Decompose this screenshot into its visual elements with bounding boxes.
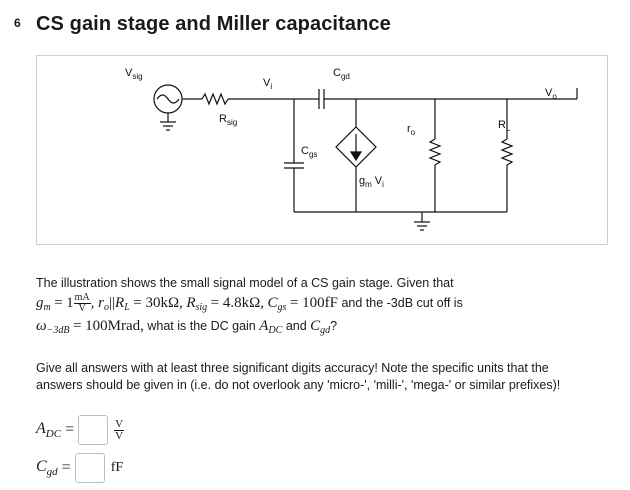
rl-label: RL xyxy=(498,119,511,133)
adc-equals: = xyxy=(65,421,75,438)
cgd-label: Cgd xyxy=(333,67,350,81)
vo-label: Vo xyxy=(545,87,557,101)
cgd-equals: = xyxy=(61,459,71,476)
adc-answer-label: ADC xyxy=(36,420,62,440)
rl-resistor xyxy=(500,138,514,166)
adc-answer-input[interactable] xyxy=(78,415,109,445)
vi-label: Vi xyxy=(263,77,272,91)
vsig-label: Vsig xyxy=(125,67,143,81)
question-line: ω−3dB = 100Mrad, what is the DC gain ADC… xyxy=(36,318,338,336)
answer-row-cgd: Cgd = fF xyxy=(36,451,123,485)
rsig-label: Rsig xyxy=(219,113,237,127)
ro-resistor xyxy=(428,138,442,166)
cgs-label: Cgs xyxy=(301,145,317,159)
cgd-answer-input[interactable] xyxy=(74,453,105,483)
instructions-line-1: Give all answers with at least three sig… xyxy=(36,361,549,375)
question-title: CS gain stage and Miller capacitance xyxy=(36,13,391,35)
ro-label: ro xyxy=(407,123,416,137)
cgd-unit: fF xyxy=(110,460,124,475)
rsig-resistor xyxy=(201,92,229,106)
cgd-answer-label: Cgd xyxy=(36,458,58,478)
intro-text: The illustration shows the small signal … xyxy=(36,276,454,290)
question-number: 6 xyxy=(14,16,21,30)
instructions-line-2: answers should be given in (i.e. do not … xyxy=(36,378,561,392)
